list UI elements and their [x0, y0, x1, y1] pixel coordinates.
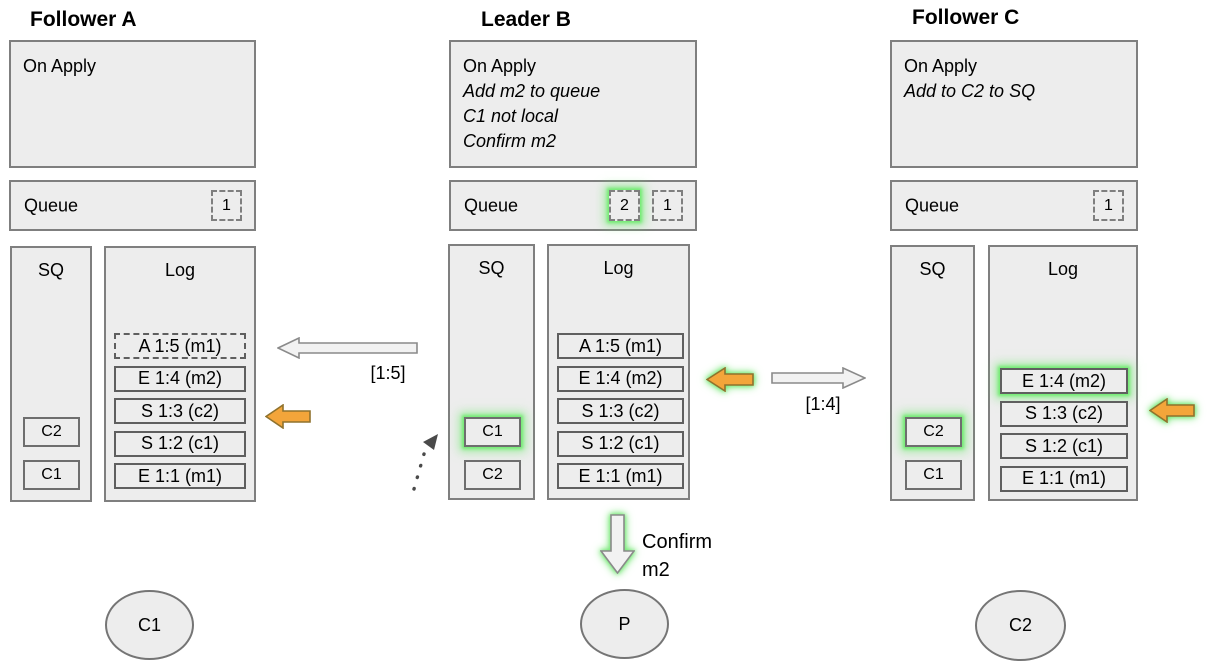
log-entry: S 1:3 (c2): [557, 398, 684, 424]
confirm-label-line2: m2: [642, 559, 670, 581]
on-apply-title: On Apply: [904, 56, 978, 76]
queue-items: 1: [211, 190, 242, 221]
queue-to-sq-dotted-arrow-icon: [405, 425, 450, 500]
sq-label: SQ: [37, 260, 64, 280]
on-apply-note: Confirm m2: [463, 131, 557, 151]
on-apply-box-a: On Apply: [9, 40, 256, 168]
log-label: Log: [603, 258, 634, 278]
queue-label: Queue: [464, 195, 519, 215]
apply-pointer-arrow-b-icon: [706, 367, 754, 392]
queue-box-c: Queue 1: [890, 180, 1138, 231]
sq-slot-highlighted: C2: [905, 417, 962, 447]
log-label: Log: [164, 260, 196, 280]
log-entry: S 1:2 (c1): [1000, 433, 1128, 459]
queue-items: 1: [1093, 190, 1124, 221]
log-entry: E 1:1 (m1): [114, 463, 246, 489]
client-circle-c2: C2: [975, 590, 1066, 661]
log-entry: S 1:2 (c1): [557, 430, 684, 457]
log-entry: S 1:3 (c2): [114, 398, 246, 424]
queue-item: 1: [1093, 190, 1124, 221]
on-apply-note: Add to C2 to SQ: [904, 81, 1036, 101]
replicate-arrow-right-icon: [771, 367, 866, 389]
log-entry: A 1:5 (m1): [114, 333, 246, 359]
sq-slot: C2: [464, 460, 521, 490]
on-apply-box-b: On Apply Add m2 to queue C1 not local Co…: [449, 40, 697, 168]
client-circle-c1: C1: [105, 590, 194, 660]
sq-slot: C1: [905, 460, 962, 490]
node-title-leader-b: Leader B: [481, 8, 571, 31]
sq-slot-highlighted: C1: [464, 417, 521, 447]
log-entry: E 1:4 (m2): [557, 365, 684, 392]
log-box-a: Log A 1:5 (m1) E 1:4 (m2) S 1:3 (c2) S 1…: [104, 246, 256, 502]
sq-label: SQ: [919, 259, 946, 279]
queue-item: 1: [211, 190, 242, 221]
confirm-arrow-down-icon: [600, 514, 635, 574]
log-box-b: Log A 1:5 (m1) E 1:4 (m2) S 1:3 (c2) S 1…: [547, 244, 690, 500]
log-entry-highlighted: E 1:4 (m2): [1000, 368, 1128, 394]
replicate-range-label-a: [1:5]: [370, 363, 406, 383]
node-title-follower-a: Follower A: [30, 8, 137, 31]
sq-label: SQ: [478, 258, 505, 278]
sq-slot: C2: [23, 417, 80, 447]
log-label: Log: [1047, 259, 1079, 279]
apply-pointer-arrow-c-icon: [1149, 398, 1195, 423]
sq-box-a: SQ C2 C1: [10, 246, 92, 502]
on-apply-title: On Apply: [23, 56, 97, 76]
queue-item: 1: [652, 190, 683, 221]
apply-pointer-arrow-a-icon: [265, 404, 311, 429]
log-entry: E 1:1 (m1): [1000, 465, 1128, 492]
queue-items: 2 1: [609, 190, 683, 221]
log-entry: E 1:1 (m1): [557, 463, 684, 489]
queue-box-b: Queue 2 1: [449, 180, 697, 231]
log-entry: E 1:4 (m2): [114, 365, 246, 392]
log-entry: S 1:2 (c1): [114, 430, 246, 457]
sq-slot: C1: [23, 460, 80, 490]
on-apply-box-c: On Apply Add to C2 to SQ: [890, 40, 1138, 168]
node-title-follower-c: Follower C: [912, 6, 1020, 29]
on-apply-note: C1 not local: [463, 106, 559, 126]
queue-item-highlighted: 2: [609, 190, 640, 221]
log-entry: A 1:5 (m1): [557, 333, 684, 359]
on-apply-title: On Apply: [463, 56, 537, 76]
sq-box-b: SQ C1 C2: [448, 244, 535, 500]
queue-label: Queue: [24, 195, 79, 215]
queue-box-a: Queue 1: [9, 180, 256, 231]
sq-box-c: SQ C2 C1: [890, 245, 975, 501]
replicate-range-label-c: [1:4]: [805, 394, 841, 414]
proposer-circle-p: P: [580, 589, 669, 659]
confirm-label: Confirm m2: [642, 528, 712, 584]
queue-label: Queue: [905, 195, 960, 215]
replicate-arrow-left-icon: [277, 337, 418, 359]
log-entry: S 1:3 (c2): [1000, 400, 1128, 427]
confirm-label-line1: Confirm: [642, 531, 713, 553]
log-box-c: Log E 1:4 (m2) S 1:3 (c2) S 1:2 (c1) E 1…: [988, 245, 1138, 501]
on-apply-note: Add m2 to queue: [463, 81, 601, 101]
